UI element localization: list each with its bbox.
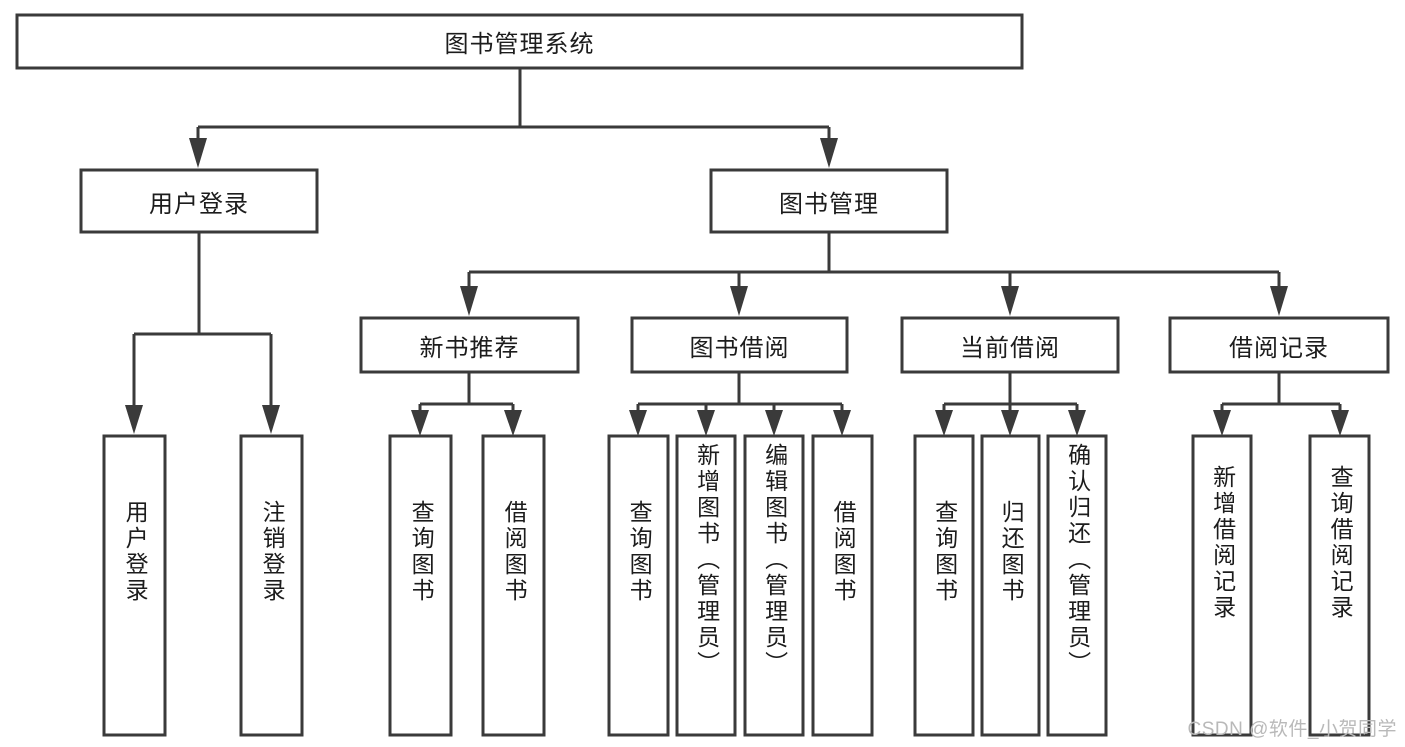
connector-group-book-management bbox=[460, 232, 1288, 316]
node-leaf-bb-4[interactable] bbox=[811, 434, 874, 737]
watermark-text: CSDN @软件_小贺同学 bbox=[1187, 719, 1397, 740]
node-leaf-user-login-2[interactable] bbox=[239, 434, 304, 737]
arrow-head-user-login-leaf-1 bbox=[125, 405, 143, 434]
node-leaf-bb-1[interactable] bbox=[607, 434, 670, 737]
node-leaf-br-2[interactable] bbox=[1308, 434, 1371, 737]
arrow-head-cb-leaf-1 bbox=[935, 410, 953, 436]
node-current-borrow[interactable] bbox=[900, 316, 1120, 374]
arrow-head-new-book-recommend bbox=[460, 286, 478, 316]
node-new-book-recommend[interactable] bbox=[359, 316, 580, 374]
arrow-head-user-login bbox=[189, 138, 207, 168]
arrow-head-nbr-leaf-2 bbox=[504, 410, 522, 436]
node-book-borrow[interactable] bbox=[630, 316, 849, 374]
node-leaf-bb-3[interactable] bbox=[743, 434, 805, 737]
arrow-head-nbr-leaf-1 bbox=[411, 410, 429, 436]
connector-group-current-borrow bbox=[935, 372, 1086, 436]
node-leaf-nbr-2[interactable] bbox=[481, 434, 546, 737]
arrow-head-user-login-leaf-2 bbox=[262, 405, 280, 434]
arrow-head-br-leaf-2 bbox=[1331, 410, 1349, 436]
node-borrow-record[interactable] bbox=[1168, 316, 1390, 374]
arrow-head-cb-leaf-3 bbox=[1068, 410, 1086, 436]
node-user-login[interactable] bbox=[79, 168, 319, 234]
arrow-head-book-borrow bbox=[730, 286, 748, 316]
connector-group-book-borrow bbox=[629, 372, 851, 436]
arrow-head-bb-leaf-1 bbox=[629, 410, 647, 436]
arrow-head-bb-leaf-2 bbox=[697, 410, 715, 436]
arrow-head-book-manage bbox=[820, 138, 838, 168]
arrow-head-cb-leaf-2 bbox=[1001, 410, 1019, 436]
arrow-head-current-borrow bbox=[1001, 286, 1019, 316]
connector-group-new-book-recommend bbox=[411, 372, 522, 436]
node-leaf-bb-2[interactable] bbox=[675, 434, 737, 737]
node-leaf-user-login-1[interactable] bbox=[102, 434, 167, 737]
node-leaf-nbr-1[interactable] bbox=[388, 434, 453, 737]
node-leaf-br-1[interactable] bbox=[1191, 434, 1253, 737]
arrow-head-bb-leaf-3 bbox=[765, 410, 783, 436]
arrow-head-br-leaf-1 bbox=[1213, 410, 1231, 436]
connector-group-user-login bbox=[125, 232, 280, 434]
connector-group-borrow-record bbox=[1213, 372, 1349, 436]
connector-group-root bbox=[189, 68, 838, 168]
node-book-management[interactable] bbox=[709, 168, 949, 234]
arrow-head-borrow-record bbox=[1270, 286, 1288, 316]
node-root-book-management-system[interactable] bbox=[15, 13, 1024, 70]
node-leaf-cb-2[interactable] bbox=[980, 434, 1041, 737]
arrow-head-bb-leaf-4 bbox=[833, 410, 851, 436]
node-leaf-cb-1[interactable] bbox=[913, 434, 975, 737]
node-leaf-cb-3[interactable] bbox=[1046, 434, 1108, 737]
